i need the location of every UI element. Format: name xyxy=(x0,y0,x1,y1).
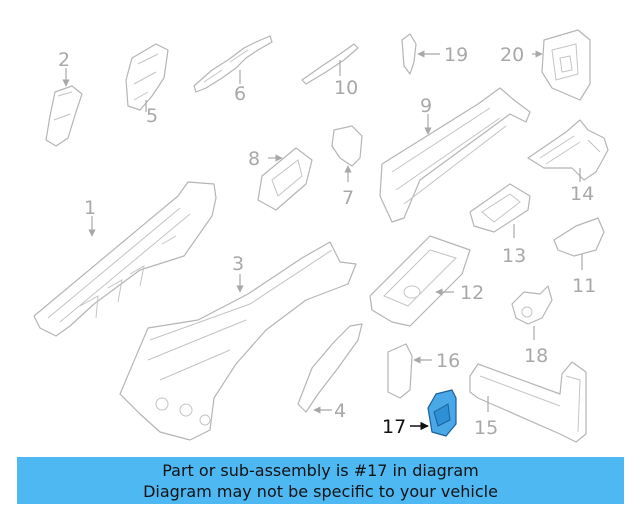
callout-2: 2 xyxy=(58,49,70,71)
part-9 xyxy=(379,87,531,223)
callout-17: 17 xyxy=(382,416,406,438)
callout-20: 20 xyxy=(500,44,524,66)
callout-1: 1 xyxy=(84,197,96,219)
callout-12: 12 xyxy=(460,282,484,304)
part-10 xyxy=(301,43,359,85)
callout-8: 8 xyxy=(248,148,260,170)
part-4 xyxy=(297,323,363,413)
part-7 xyxy=(331,125,363,167)
part-8 xyxy=(257,147,313,211)
info-banner: Part or sub-assembly is #17 in diagram D… xyxy=(17,457,624,504)
callout-15: 15 xyxy=(474,417,498,439)
part-13 xyxy=(469,183,531,233)
callout-11: 11 xyxy=(572,275,596,297)
part-12 xyxy=(369,235,471,327)
part-14 xyxy=(527,119,609,181)
callout-16: 16 xyxy=(436,350,460,372)
part-16 xyxy=(387,343,413,399)
callout-9: 9 xyxy=(420,95,432,117)
callout-4: 4 xyxy=(334,400,346,422)
callout-18: 18 xyxy=(524,345,548,367)
part-15 xyxy=(469,361,587,443)
callout-6: 6 xyxy=(234,83,246,105)
callout-10: 10 xyxy=(334,77,358,99)
callout-5: 5 xyxy=(146,105,158,127)
part-2 xyxy=(45,85,83,147)
callout-3: 3 xyxy=(232,253,244,275)
callout-14: 14 xyxy=(570,183,594,205)
part-6 xyxy=(193,35,273,93)
callout-13: 13 xyxy=(502,245,526,267)
part-11 xyxy=(553,217,605,257)
banner-line-2: Diagram may not be specific to your vehi… xyxy=(143,482,498,501)
part-18 xyxy=(511,285,553,325)
part-5 xyxy=(125,43,169,111)
part-17-highlighted[interactable] xyxy=(427,389,457,437)
callout-19: 19 xyxy=(444,44,468,66)
callout-7: 7 xyxy=(342,187,354,209)
part-1 xyxy=(33,181,217,337)
banner-line-1: Part or sub-assembly is #17 in diagram xyxy=(162,461,479,480)
part-20 xyxy=(541,29,591,101)
part-3 xyxy=(119,241,357,441)
part-19 xyxy=(401,33,417,75)
